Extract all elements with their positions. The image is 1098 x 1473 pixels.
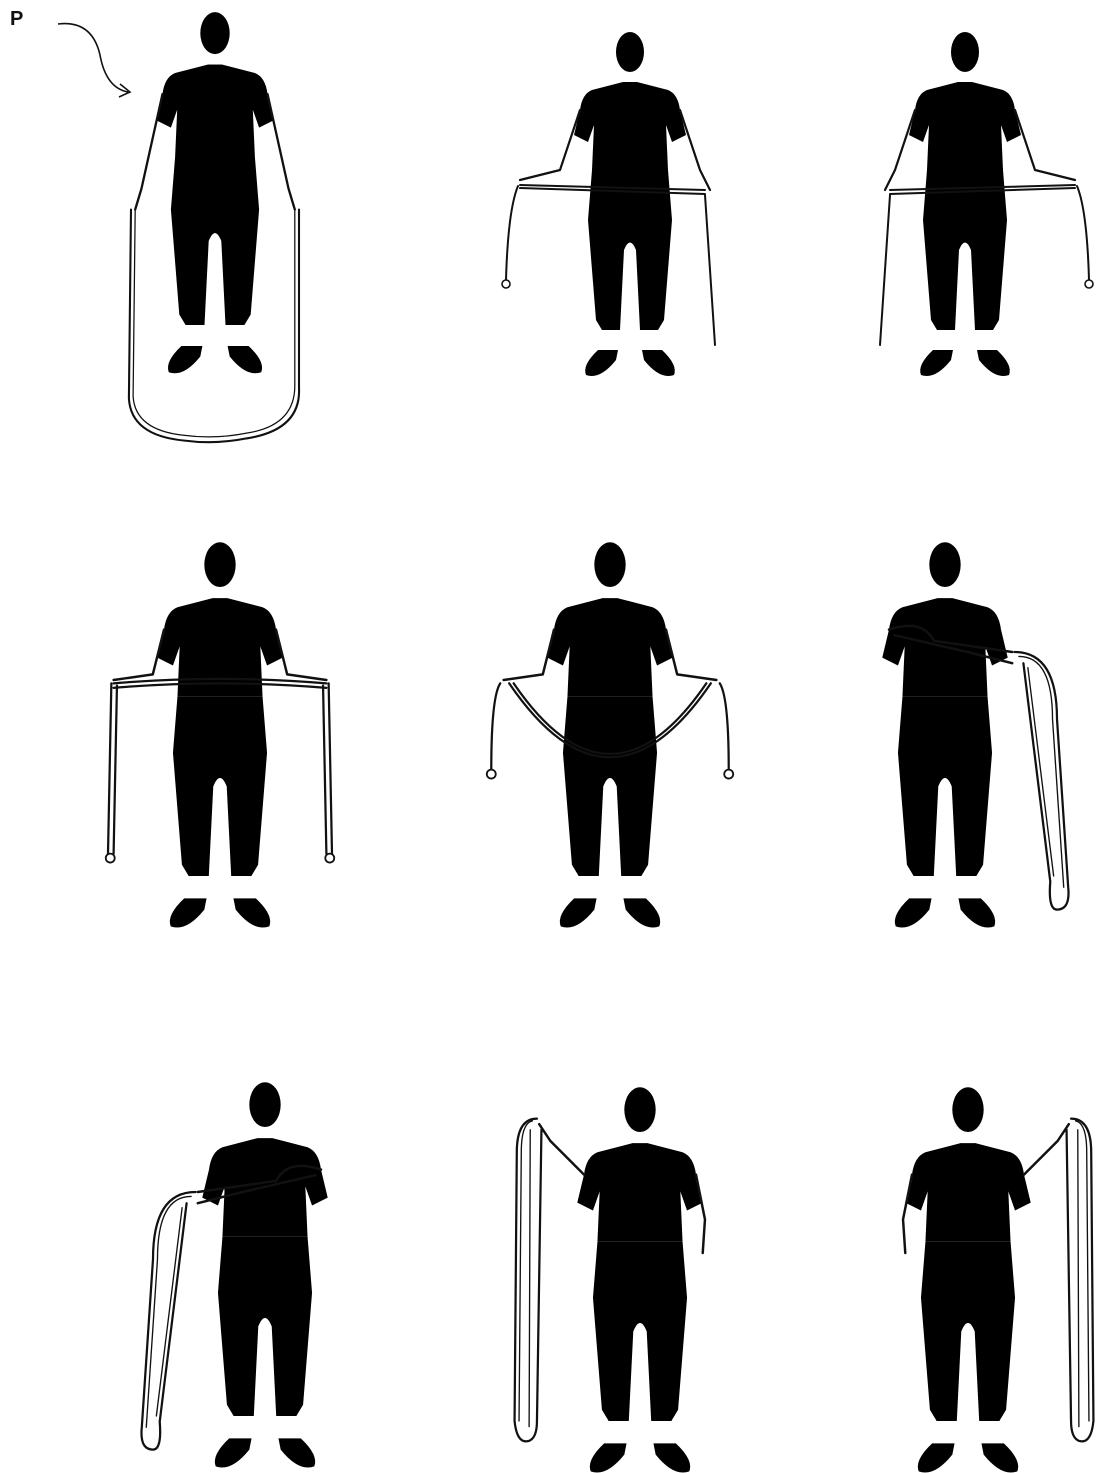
pointer-arrow [58,24,128,92]
figure-step-9 [903,1087,1093,1472]
figure-step-6 [882,542,1068,927]
figure-step-4 [106,542,334,927]
figure-step-3 [880,32,1093,376]
figure-step-8 [515,1087,705,1472]
figure-step-1 [129,12,299,442]
figure-step-7 [141,1082,327,1467]
figure-step-5 [487,542,733,927]
figure-step-2 [502,32,715,376]
